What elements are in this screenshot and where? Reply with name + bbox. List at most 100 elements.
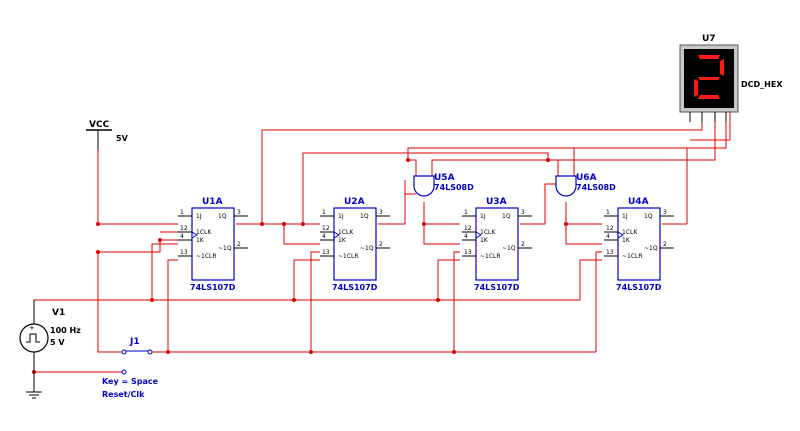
pin-label: 1CLK	[196, 229, 212, 236]
gate-name: U5A	[434, 173, 455, 183]
junction	[260, 222, 264, 226]
pin-number: 4	[180, 233, 184, 240]
junction	[166, 350, 170, 354]
hex-display[interactable]: U7 DCD_HEX	[679, 34, 783, 122]
pin-label: 1K	[196, 237, 205, 244]
wire-u3-q	[520, 183, 558, 225]
pin-label: 1Q	[644, 213, 653, 220]
wire-clk-main	[33, 299, 580, 322]
flipflop-u3a[interactable]: U3A 74LS107D	[474, 197, 520, 292]
wire-bus-top2	[407, 112, 727, 153]
junction	[546, 158, 550, 162]
flipflop-name: U4A	[628, 197, 649, 207]
pin-label: ~1CLR	[196, 253, 217, 260]
junction	[422, 222, 426, 226]
clock-triangle-icon	[191, 231, 198, 239]
junction	[452, 350, 456, 354]
gate-u5a[interactable]: U5A 74LS08D	[413, 173, 474, 197]
pin-label: ~1Q	[502, 245, 516, 252]
switch-contact-right	[147, 349, 153, 355]
junction	[406, 158, 410, 162]
flipflop-body	[617, 207, 661, 281]
flipflop-pins: 11J121CLK41K13~1CLR31Q2~1Q11J121CLK41K13…	[178, 209, 674, 260]
junctions	[32, 158, 568, 374]
wire-clk-u3	[437, 259, 460, 300]
pin-number: 13	[180, 249, 188, 256]
pin-number: 3	[379, 209, 383, 216]
flipflop-u1a[interactable]: U1A 74LS107D	[190, 197, 236, 292]
gate-name: U6A	[576, 173, 597, 183]
source-ampl: 5 V	[50, 338, 65, 347]
clock-source[interactable]: + V1 100 Hz 5 V	[19, 300, 81, 399]
pin-label: 1K	[622, 237, 631, 244]
pin-number: 1	[464, 209, 468, 216]
display-label: DCD_HEX	[741, 80, 783, 89]
flipflop-u4a[interactable]: U4A 74LS107D	[616, 197, 662, 292]
pin-label: ~1CLR	[338, 253, 359, 260]
clock-triangle-icon	[475, 231, 482, 239]
source-freq: 100 Hz	[50, 326, 81, 335]
clock-triangle-icon	[333, 231, 340, 239]
segment-b	[720, 59, 724, 76]
wire-clr-main	[97, 252, 124, 353]
switch-desc: Reset/Clk	[102, 390, 145, 399]
pin-label: 1K	[338, 237, 347, 244]
pin-label: 1CLK	[622, 229, 638, 236]
pin-label: 1Q	[360, 213, 369, 220]
pin-number: 2	[379, 241, 383, 248]
wire-clr-u2	[310, 251, 320, 352]
wire-clr-u1	[167, 259, 178, 352]
junction	[292, 298, 296, 302]
pin-number: 4	[322, 233, 326, 240]
display-pins	[689, 112, 727, 122]
wire-bus-q2	[302, 152, 417, 224]
flipflop-name: U3A	[486, 197, 507, 207]
pin-number: 13	[606, 249, 614, 256]
pin-label: 1Q	[502, 213, 511, 220]
switch-j1[interactable]: J1 Key = Space Reset/Clk	[102, 337, 159, 399]
square-wave-icon	[26, 333, 40, 343]
wire-clr-u3	[453, 251, 460, 352]
gate-u6a[interactable]: U6A 74LS08D	[555, 173, 616, 197]
pin-label: ~1CLR	[622, 253, 643, 260]
junction	[150, 298, 154, 302]
wire-vcc-k	[98, 239, 178, 253]
vcc-symbol[interactable]: VCC 5V	[86, 120, 129, 150]
flipflop-body	[191, 207, 235, 281]
pin-number: 1	[322, 209, 326, 216]
display-name: U7	[702, 34, 716, 44]
junction	[301, 222, 305, 226]
pin-label: 1J	[196, 213, 202, 220]
flipflop-part: 74LS107D	[474, 283, 520, 292]
pin-label: 1J	[338, 213, 344, 220]
segment-e	[694, 79, 698, 97]
wire-clr-u4	[595, 251, 602, 352]
pin-number: 3	[663, 209, 667, 216]
junction	[96, 222, 100, 226]
segment-d	[698, 95, 720, 99]
vcc-value: 5V	[116, 134, 129, 143]
flipflop-part: 74LS107D	[190, 283, 236, 292]
flipflop-part: 74LS107D	[332, 283, 378, 292]
switch-contact-bottom	[121, 369, 127, 375]
junction	[436, 298, 440, 302]
pin-label: 1Q	[218, 213, 227, 220]
pin-label: 1J	[622, 213, 628, 220]
pin-label: 1K	[480, 237, 489, 244]
flipflop-body	[333, 207, 377, 281]
pin-number: 2	[521, 241, 525, 248]
junction	[96, 250, 100, 254]
flipflop-u2a[interactable]: U2A 74LS107D	[332, 197, 378, 292]
junction	[309, 350, 313, 354]
pin-label: ~1Q	[644, 245, 658, 252]
junction	[282, 222, 286, 226]
switch-key: Key = Space	[102, 377, 159, 386]
pin-number: 3	[237, 209, 241, 216]
segment-a	[698, 55, 720, 59]
wire-u5-out	[423, 202, 460, 245]
wire-u2-k	[283, 224, 320, 245]
flipflop-part: 74LS107D	[616, 283, 662, 292]
pin-number: 13	[322, 249, 330, 256]
wire-clk-u4	[579, 259, 602, 300]
